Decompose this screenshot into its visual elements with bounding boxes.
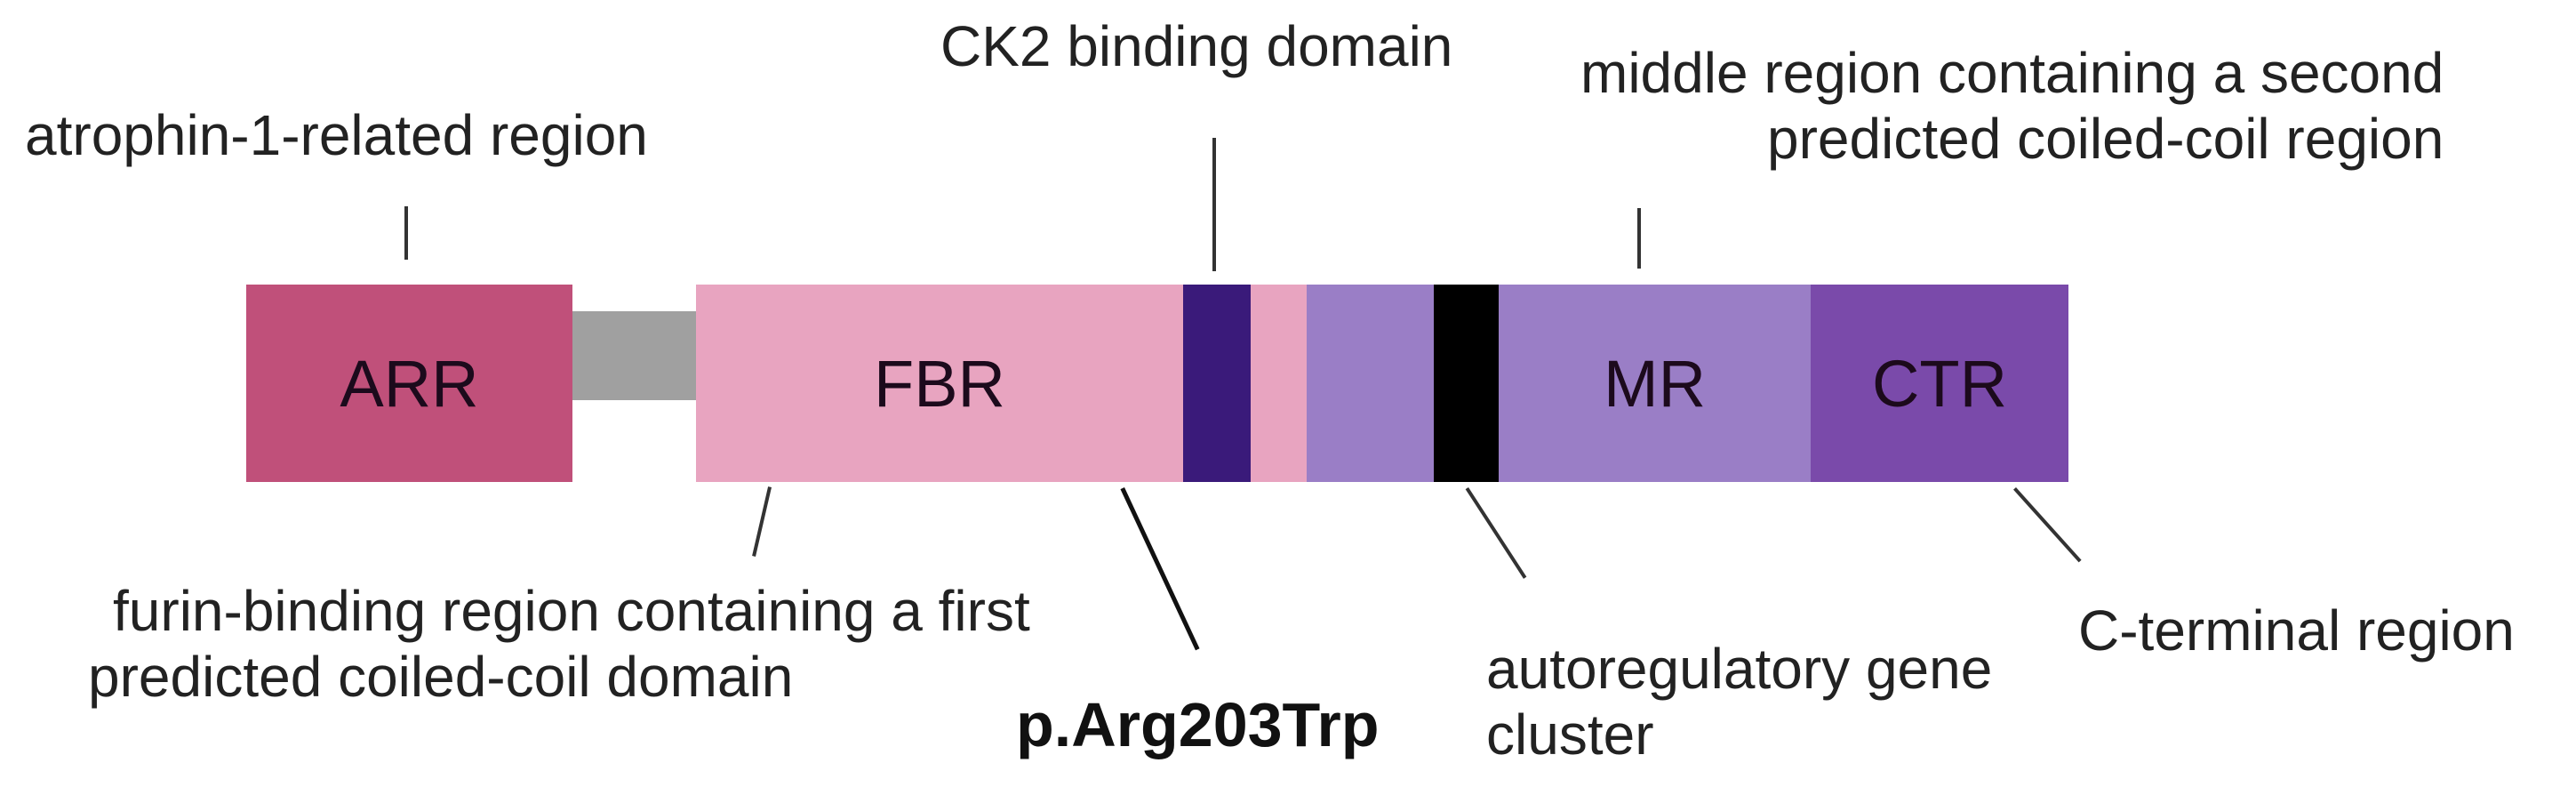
atrophin-leader-line [404, 206, 408, 260]
ctr-domain [1811, 285, 2068, 482]
middle-region-label: middle region containing a second predic… [1580, 41, 2444, 171]
ck2-binding-block [1183, 285, 1251, 482]
fbr-domain [696, 285, 1183, 482]
mutation-label: p.Arg203Trp [1016, 690, 1380, 759]
arr-domain [246, 285, 572, 482]
ck2-leader-line [1212, 138, 1216, 271]
mr-domain [1307, 285, 1811, 482]
mutation-leader-line [1120, 487, 1200, 651]
autoregulatory-leader-line [1465, 487, 1527, 579]
ck2-binding-domain-label: CK2 binding domain [940, 14, 1453, 78]
autoregulatory-gene-cluster-label: autoregulatory gene cluster [1486, 637, 1993, 767]
cterm-leader-line [2013, 487, 2082, 563]
atrophin-region-label: atrophin-1-related region [25, 103, 648, 167]
middle-leader-line [1637, 208, 1641, 269]
furin-leader-line [752, 486, 772, 557]
linker-segment [572, 311, 696, 400]
autoregulatory-cluster-block [1434, 285, 1499, 482]
furin-binding-region-label: furin-binding region containing a first … [88, 579, 1030, 709]
c-terminal-region-label: C-terminal region [2078, 598, 2515, 662]
fbr-tail-segment [1251, 285, 1307, 482]
